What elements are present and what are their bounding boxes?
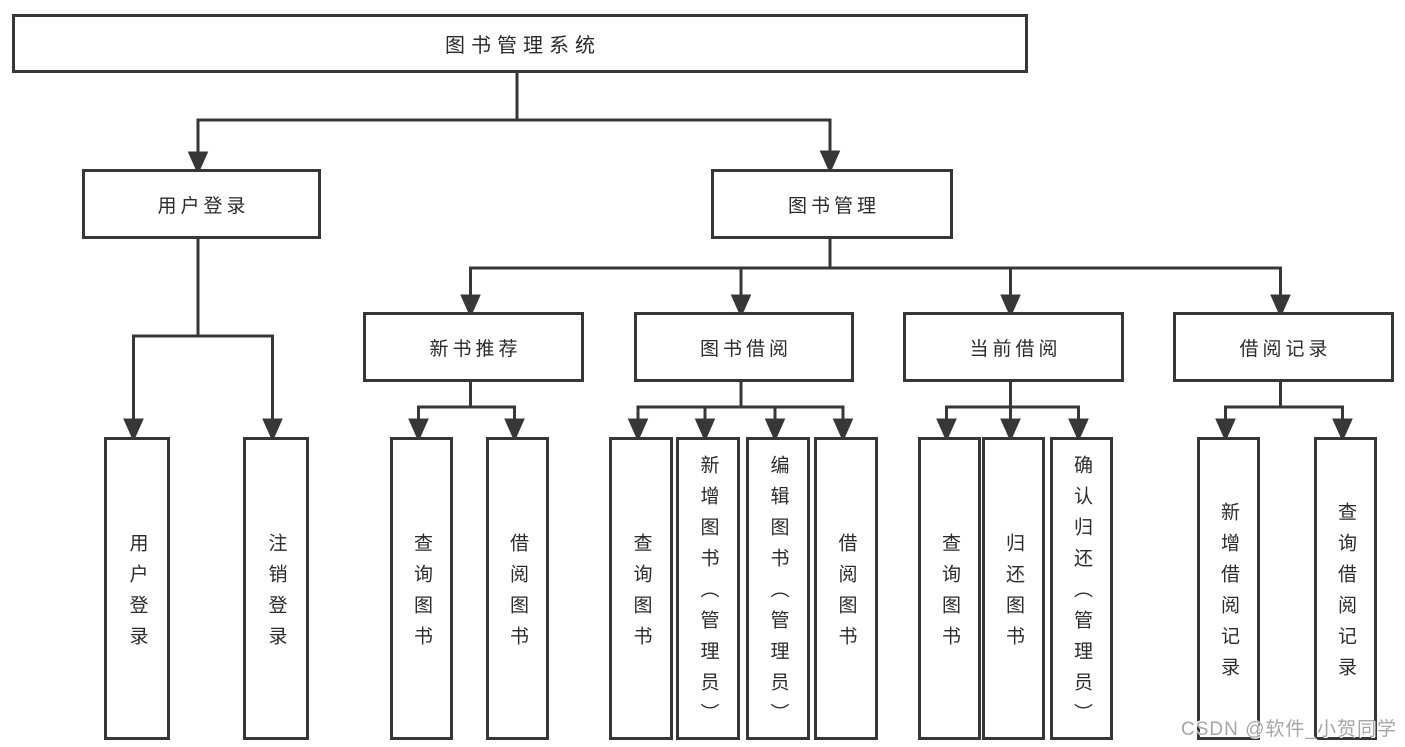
node-current-borrow-label: 当前借阅 [969,338,1062,360]
leaf-current-return-books-label: 归还图书 [1003,532,1024,657]
node-user-login: 用户登录 [82,169,321,239]
leaf-newbook-borrow-books: 借阅图书 [486,437,549,740]
node-current-borrow: 当前借阅 [903,312,1124,382]
node-book-borrow: 图书借阅 [634,312,854,382]
leaf-user-login-label: 用户登录 [126,532,148,657]
leaf-borrow-edit-books-admin-label: 编辑图书（管理员） [767,455,789,734]
node-new-book-recommend-label: 新书推荐 [429,338,522,360]
leaf-current-query-books: 查询图书 [918,437,981,740]
connector-root-to-level2 [187,66,841,175]
leaf-borrow-add-books-admin-label: 新增图书（管理员） [697,455,719,734]
leaf-logout-label: 注销登录 [265,532,287,657]
leaf-current-confirm-return-admin-label: 确认归还（管理员） [1071,455,1092,734]
leaf-borrow-add-books-admin: 新增图书（管理员） [676,437,740,740]
leaf-records-query-borrow-record-label: 查询借阅记录 [1335,501,1356,688]
node-library-system: 图书管理系统 [12,14,1028,73]
leaf-borrow-borrow-books: 借阅图书 [814,437,878,740]
node-borrow-records: 借阅记录 [1173,312,1394,382]
node-book-borrow-label: 图书借阅 [699,338,792,360]
leaf-records-query-borrow-record: 查询借阅记录 [1314,437,1377,740]
leaf-borrow-edit-books-admin: 编辑图书（管理员） [746,437,810,740]
leaf-logout: 注销登录 [243,437,309,740]
connector-new-book-to-leaves [408,375,525,442]
node-user-login-label: 用户登录 [157,195,250,217]
connector-current-borrow-to-leaves [936,375,1089,442]
leaf-records-add-borrow-record: 新增借阅记录 [1197,437,1260,740]
node-book-management: 图书管理 [711,169,953,239]
connector-book-borrow-to-leaves [627,375,854,442]
node-book-management-label: 图书管理 [787,195,880,217]
connector-book-mgmt-to-level3 [460,232,1291,318]
leaf-borrow-query-books-label: 查询图书 [630,532,652,657]
connector-user-login-to-leaves [123,232,283,442]
node-borrow-records-label: 借阅记录 [1239,338,1332,360]
leaf-newbook-query-books: 查询图书 [390,437,453,740]
csdn-watermark: CSDN @软件_小贺同学 [1181,719,1397,740]
leaf-borrow-borrow-books-label: 借阅图书 [835,532,857,657]
leaf-user-login: 用户登录 [104,437,170,740]
leaf-borrow-query-books: 查询图书 [609,437,673,740]
leaf-current-return-books: 归还图书 [982,437,1045,740]
leaf-records-add-borrow-record-label: 新增借阅记录 [1218,501,1239,688]
leaf-current-confirm-return-admin: 确认归还（管理员） [1050,437,1113,740]
node-new-book-recommend: 新书推荐 [363,312,584,382]
node-library-system-label: 图书管理系统 [445,35,601,57]
leaf-current-query-books-label: 查询图书 [939,532,960,657]
connector-borrow-records-to-leaves [1215,375,1353,442]
leaf-newbook-query-books-label: 查询图书 [411,532,432,657]
leaf-newbook-borrow-books-label: 借阅图书 [507,532,528,657]
